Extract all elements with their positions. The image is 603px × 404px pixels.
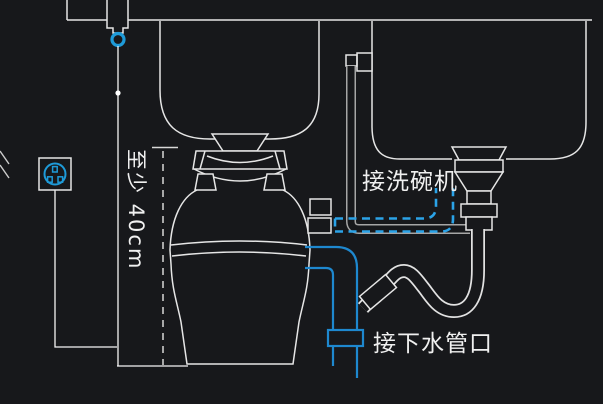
dishwasher-hose-gray	[346, 66, 470, 234]
min-height-annotation: 至少 40cm	[124, 149, 148, 271]
sink-spigot	[345, 52, 373, 72]
discharge-pipe-blue	[305, 245, 365, 378]
wall-break-mark	[0, 150, 10, 179]
countertop-line	[66, 0, 592, 21]
drain-strainer	[450, 146, 508, 231]
dishwasher-connection-label: 接洗碗机	[362, 169, 458, 195]
pipe-coupling	[326, 328, 365, 348]
drain-connection-label: 接下水管口	[373, 331, 493, 357]
p-trap-pipe	[357, 229, 485, 319]
right-sink	[371, 21, 587, 160]
branch-nut	[358, 273, 398, 311]
disposal-mount-flange	[192, 133, 288, 191]
dishwasher-hose-dashed	[333, 188, 455, 233]
disposal-ports	[307, 198, 332, 234]
dimension-line-icon	[152, 146, 178, 365]
power-outlet-icon	[38, 157, 72, 191]
air-switch	[106, 0, 129, 48]
left-sink	[159, 21, 320, 140]
power-cable	[54, 46, 188, 367]
garbage-disposal-body	[169, 189, 311, 365]
air-switch-button-icon	[110, 31, 126, 48]
